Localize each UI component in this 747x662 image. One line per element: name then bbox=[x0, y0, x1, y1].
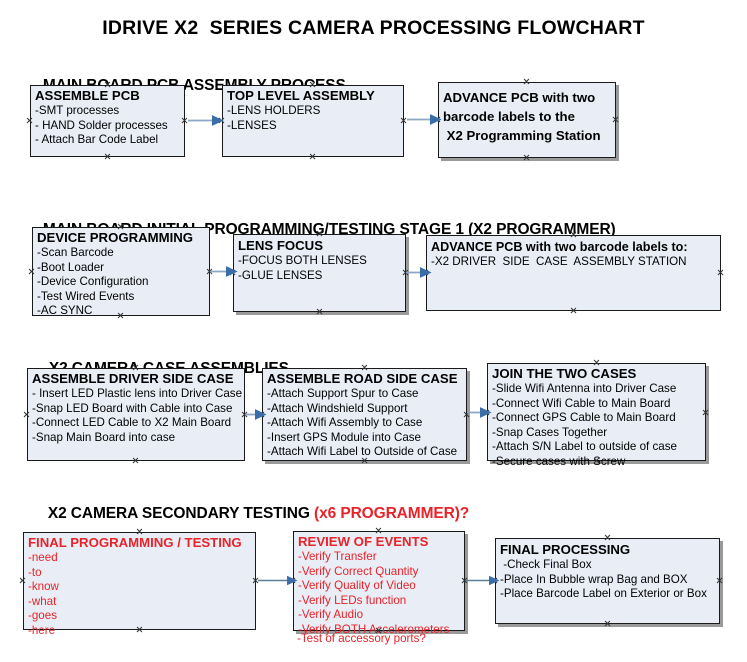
node-join-the-two-cases[interactable]: JOIN THE TWO CASES -Slide Wifi Antenna i… bbox=[487, 363, 706, 468]
node-line: -Verify Transfer bbox=[298, 550, 377, 563]
node-title: TOP LEVEL ASSEMBLY bbox=[227, 88, 375, 103]
node-final-programming-testing[interactable]: FINAL PROGRAMMING / TESTING -need -to -k… bbox=[23, 532, 256, 637]
node-line: -to bbox=[28, 565, 42, 579]
node-line: -Place In Bubble wrap Bag and BOX bbox=[500, 572, 688, 586]
node-line: -X2 DRIVER SIDE CASE ASSEMBLY STATION bbox=[431, 255, 687, 268]
node-line: X2 Programming Station bbox=[443, 128, 601, 143]
node-title: DEVICE PROGRAMMING bbox=[37, 230, 194, 245]
node-line: -Secure cases with Screw bbox=[492, 454, 626, 468]
node-line: -Snap Cases Together bbox=[492, 425, 608, 439]
node-final-processing[interactable]: FINAL PROCESSING -Check Final Box -Place… bbox=[495, 538, 720, 624]
node-advance-pcb-driver-side[interactable]: ADVANCE PCB with two barcode labels to: … bbox=[426, 235, 721, 311]
node-line: -Device Configuration bbox=[37, 275, 149, 289]
node-top-level-assembly[interactable]: TOP LEVEL ASSEMBLY -LENS HOLDERS -LENSES bbox=[222, 85, 404, 157]
node-line: -here bbox=[28, 623, 56, 637]
node-device-programming[interactable]: DEVICE PROGRAMMING -Scan Barcode -Boot L… bbox=[32, 227, 210, 318]
node-title: ASSEMBLE ROAD SIDE CASE bbox=[267, 371, 458, 386]
node-line: -need bbox=[28, 551, 58, 564]
node-line: -Snap LED Board with Cable into Case bbox=[32, 401, 233, 415]
node-line: - Attach Bar Code Label bbox=[35, 133, 159, 147]
node-line: - HAND Solder processes bbox=[35, 118, 168, 132]
node-line: -Connect GPS Cable to Main Board bbox=[492, 411, 676, 425]
node-line: -Verify Quality of Video bbox=[298, 579, 416, 593]
node-line: -AC SYNC bbox=[37, 304, 93, 318]
node-title: ADVANCE PCB with two barcode labels to: bbox=[431, 240, 688, 254]
node-title: REVIEW OF EVENTS bbox=[298, 534, 429, 549]
node-line: -Verify Audio bbox=[298, 608, 364, 622]
node-title: LENS FOCUS bbox=[238, 238, 323, 253]
node-line: barcode labels to the bbox=[443, 109, 575, 124]
node-line: ADVANCE PCB with two bbox=[443, 90, 596, 105]
node-line: -Verify Correct Quantity bbox=[298, 564, 419, 578]
section-heading-4-highlight: (x6 PROGRAMMER)? bbox=[314, 505, 470, 522]
node-line: -Connect LED Cable to X2 Main Board bbox=[32, 416, 232, 430]
node-line: -Verify BOTH Accelerometers bbox=[298, 622, 450, 636]
node-line: -what bbox=[28, 594, 57, 608]
node-line: -Connect Wifi Cable to Main Board bbox=[492, 396, 671, 410]
node-line: -Scan Barcode bbox=[37, 246, 114, 259]
node-assemble-road-side-case[interactable]: ASSEMBLE ROAD SIDE CASE -Attach Support … bbox=[262, 368, 467, 461]
node-line: -Attach Wifi Assembly to Case bbox=[267, 416, 423, 430]
node-line: -Attach Windshield Support bbox=[267, 401, 408, 415]
node-line: -GLUE LENSES bbox=[238, 268, 323, 282]
node-line: -Verify LEDs function bbox=[298, 593, 407, 607]
node-line: -Place Barcode Label on Exterior or Box bbox=[500, 587, 707, 601]
node-title: ASSEMBLE PCB bbox=[35, 88, 140, 103]
node-line: - Insert LED Plastic lens into Driver Ca… bbox=[32, 387, 243, 400]
section-heading-4-text: X2 CAMERA SECONDARY TESTING bbox=[47, 505, 315, 522]
node-review-of-events[interactable]: REVIEW OF EVENTS -Verify Transfer -Verif… bbox=[293, 531, 465, 636]
section-heading-4: X2 CAMERA SECONDARY TESTING (x6 PROGRAMM… bbox=[31, 487, 469, 541]
node-line: -FOCUS BOTH LENSES bbox=[238, 254, 367, 267]
page-title: IDRIVE X2 SERIES CAMERA PROCESSING FLOWC… bbox=[102, 17, 645, 39]
node-overflow-line: -Test of accessory ports? bbox=[297, 632, 426, 645]
node-line: -goes bbox=[28, 609, 58, 623]
node-title: FINAL PROGRAMMING / TESTING bbox=[28, 535, 242, 550]
node-line: -LENSES bbox=[227, 118, 277, 132]
node-line: -Test Wired Events bbox=[37, 289, 135, 303]
node-line: -Insert GPS Module into Case bbox=[267, 430, 422, 444]
node-title: ASSEMBLE DRIVER SIDE CASE bbox=[32, 371, 234, 386]
node-line: -Slide Wifi Antenna into Driver Case bbox=[492, 382, 677, 395]
node-lens-focus[interactable]: LENS FOCUS -FOCUS BOTH LENSES -GLUE LENS… bbox=[233, 234, 406, 312]
node-line: -Attach S/N Label to outside of case bbox=[492, 440, 677, 454]
node-line: -SMT processes bbox=[35, 104, 120, 117]
node-line: -Snap Main Board into case bbox=[32, 430, 176, 444]
node-title: FINAL PROCESSING bbox=[500, 542, 631, 557]
node-line: -Check Final Box bbox=[500, 558, 592, 571]
node-title: JOIN THE TWO CASES bbox=[492, 366, 637, 381]
node-line: -know bbox=[28, 580, 59, 594]
node-line: -Attach Wifi Label to Outside of Case bbox=[267, 445, 458, 459]
node-advance-pcb-programming-station[interactable]: ADVANCE PCB with two barcode labels to t… bbox=[438, 82, 616, 158]
node-line: -LENS HOLDERS bbox=[227, 104, 321, 117]
node-line: -Boot Loader bbox=[37, 260, 105, 274]
node-line: -Attach Support Spur to Case bbox=[267, 387, 419, 400]
node-assemble-driver-side-case[interactable]: ASSEMBLE DRIVER SIDE CASE - Insert LED P… bbox=[27, 368, 245, 461]
node-assemble-pcb[interactable]: ASSEMBLE PCB -SMT processes - HAND Solde… bbox=[30, 85, 185, 157]
